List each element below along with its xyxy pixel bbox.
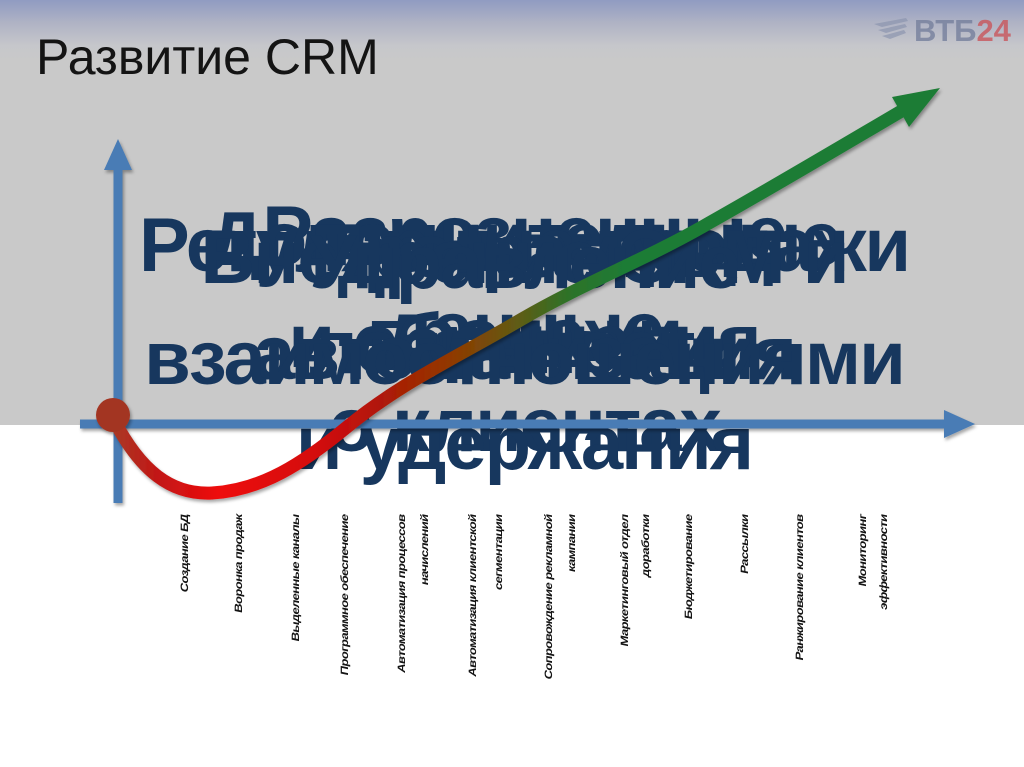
logo-text-vtb: ВТБ <box>914 13 977 48</box>
growth-arrowhead-icon <box>892 88 940 127</box>
crm-growth-curve <box>105 92 929 500</box>
x-axis-arrowhead-icon <box>944 410 975 438</box>
slide-title: Развитие CRM <box>36 29 379 85</box>
curve-start-dot <box>96 398 130 432</box>
chart-background-band <box>0 0 1024 425</box>
logo-text-24: 24 <box>976 13 1011 48</box>
vtb-wing-icon <box>874 18 908 39</box>
y-axis-arrowhead-icon <box>104 139 132 170</box>
